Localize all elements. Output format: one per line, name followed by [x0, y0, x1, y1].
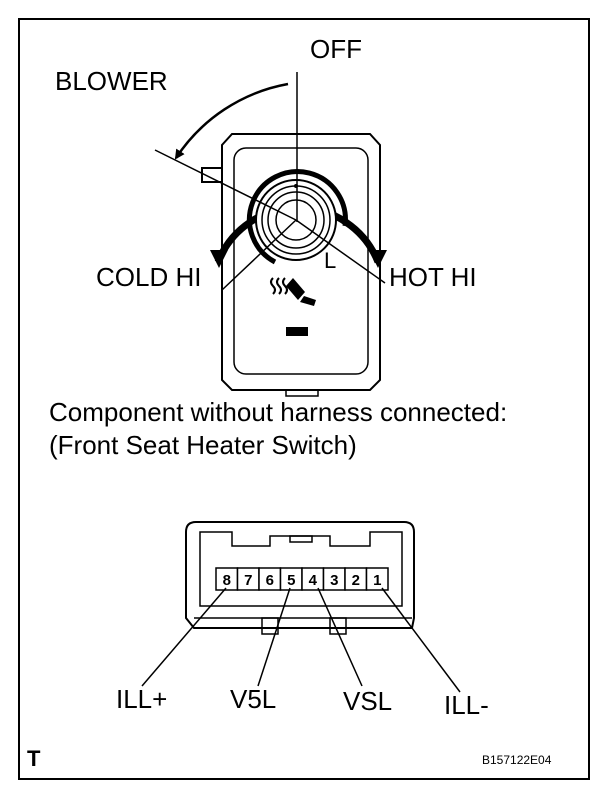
dial-arc: [246, 169, 348, 265]
switch-body: [221, 133, 381, 391]
switch-tab-bottom: [285, 390, 319, 397]
blower-rotation-arrow: [174, 82, 289, 160]
pin-number-6: 6: [266, 572, 274, 589]
terminal-ill-minus-label: ILL-: [444, 690, 489, 720]
pin-number-1: 1: [373, 572, 381, 589]
cold-hi-label: COLD HI: [96, 262, 201, 292]
switch-tab-left: [201, 167, 223, 183]
terminal-ill-plus-label: ILL+: [116, 684, 167, 714]
terminal-vsl-label: VSL: [343, 686, 392, 716]
pin-number-2: 2: [352, 572, 360, 589]
connector-latch: [289, 535, 313, 543]
hot-hi-label: HOT HI: [389, 262, 477, 292]
v5l-leader: [257, 587, 291, 687]
indicator-lamp: [286, 327, 308, 336]
pin-number-3: 3: [330, 572, 338, 589]
cold-arrowhead: [210, 250, 228, 268]
caption-line-2: (Front Seat Heater Switch): [49, 430, 357, 460]
blower-label: BLOWER: [55, 66, 168, 96]
diagram-frame: [18, 18, 590, 780]
knob-ring-3: [267, 191, 325, 249]
vsl-leader: [317, 587, 363, 687]
cold-hi-position-line: [221, 219, 297, 291]
connector-inner-cavity: [199, 531, 403, 607]
off-label: OFF: [310, 34, 362, 64]
low-label: L: [324, 248, 336, 273]
pin-cell-1: [365, 567, 389, 591]
pin-number-5: 5: [287, 572, 295, 589]
blower-position-line: [154, 149, 297, 221]
knob-center: [275, 199, 317, 241]
hot-arrowhead: [369, 250, 387, 268]
corner-mark: T: [27, 746, 41, 771]
switch-face: [233, 147, 369, 375]
ill-plus-leader: [141, 587, 227, 687]
terminal-v5l-label: V5L: [230, 684, 276, 714]
pin-number-8: 8: [223, 572, 231, 589]
seat-heater-icon: [270, 277, 316, 306]
pin-number-4: 4: [309, 572, 318, 589]
hot-hi-position-line: [295, 219, 386, 284]
caption-line-1: Component without harness connected:: [49, 397, 507, 427]
figure-code: B157122E04: [482, 753, 552, 767]
pin-number-7: 7: [244, 572, 252, 589]
ill-minus-leader: [381, 587, 461, 693]
